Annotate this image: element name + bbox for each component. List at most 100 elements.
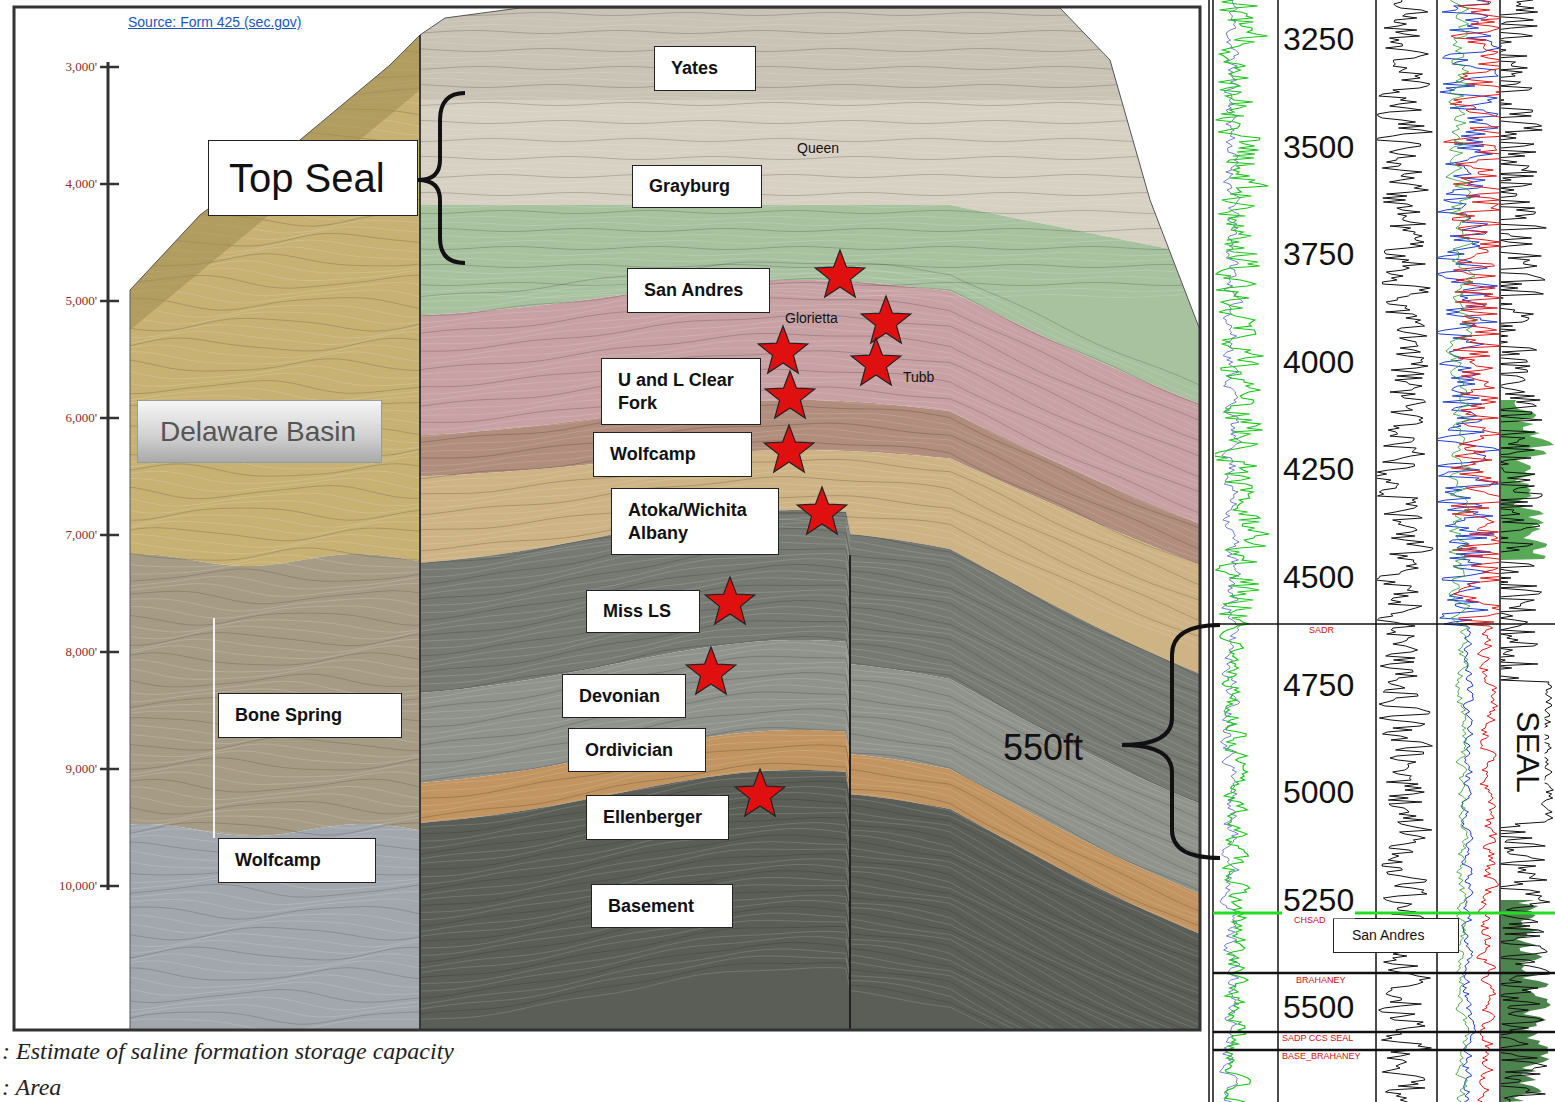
bedding-line (414, 423, 1206, 551)
bedding-line (126, 884, 422, 897)
bedding-line (126, 583, 422, 596)
bedding-line (126, 660, 422, 672)
uplift-block (414, 0, 1206, 1102)
bedding-line (126, 801, 422, 814)
bedding-line (126, 626, 422, 639)
depth-label: 7,000' (65, 528, 97, 542)
log-marker: BASE_BRAHANEY (1281, 1052, 1362, 1062)
log-curve (1215, 0, 1269, 1102)
bedding-line (126, 521, 422, 534)
bedding-line (414, 927, 1206, 1094)
bedding-line (126, 528, 422, 541)
bedding-line (414, 920, 1206, 1086)
formation-name: Delaware Basin (160, 414, 356, 449)
bedding-line (414, 477, 1206, 603)
bedding-line (414, 175, 1206, 178)
bedding-line (126, 493, 422, 506)
depth-label: 4,000' (65, 177, 97, 191)
bedding-line (414, 885, 1206, 1051)
bedding-line (414, 31, 1206, 34)
bedding-line (414, 448, 1206, 574)
bedding-line (414, 304, 1206, 431)
log-marker: SADR (1308, 626, 1335, 636)
bedding-line (414, 259, 1206, 262)
bedding-line (126, 464, 422, 476)
bedding-line (414, 43, 1206, 46)
bedding-line (414, 901, 1206, 1069)
target-star (686, 647, 735, 694)
bedding-line (126, 786, 422, 799)
bedding-line (126, 606, 422, 618)
bedding-line (414, 262, 1206, 388)
bedding-line (414, 181, 1206, 184)
formation-label: Tubb (903, 370, 934, 385)
bedding-line (126, 899, 422, 912)
bedding-line (126, 765, 422, 777)
panel-border (14, 7, 1200, 1030)
rock-layer (126, 0, 422, 566)
log-depth: 3750 (1282, 238, 1355, 273)
bedding-line (126, 598, 422, 611)
bedding-line (126, 779, 422, 792)
bedding-line (126, 914, 422, 926)
axis-tick (100, 534, 119, 537)
log-depth: 4750 (1282, 668, 1355, 703)
bedding-line (414, 115, 1206, 118)
bedding-line (126, 298, 422, 311)
bedding-line (414, 229, 1206, 232)
axis-tick (100, 183, 119, 186)
target-star (861, 296, 910, 343)
bedding-line (126, 233, 422, 246)
bedding-line (126, 37, 422, 50)
bedding-line (414, 97, 1206, 100)
bedding-line (414, 309, 1206, 437)
depth-axis (107, 62, 110, 890)
formation-box: Atoka/Wichita Albany (611, 488, 779, 555)
bedding-line (414, 949, 1206, 1102)
log-depth: 4250 (1282, 453, 1355, 488)
bedding-line (126, 352, 422, 364)
bedding-line (414, 829, 1206, 996)
formation-box: Miss LS (586, 590, 700, 633)
formation-name: Yates (671, 57, 718, 80)
target-star (765, 371, 814, 418)
bedding-line (126, 305, 422, 317)
axis-tick (100, 651, 119, 654)
bedding-line (414, 79, 1206, 82)
formation-name: Basement (608, 895, 694, 918)
bedding-line (414, 601, 1206, 769)
bedding-line (414, 787, 1206, 955)
bedding-line (414, 169, 1206, 172)
bedding-line (414, 295, 1206, 298)
depth-label: 6,000' (65, 411, 97, 425)
formation-box: Grayburg (632, 165, 762, 208)
bedding-line (126, 591, 422, 604)
formation-name: Top Seal (229, 153, 385, 203)
rock-layer (126, 824, 422, 1030)
block-outline (420, 8, 1200, 1030)
bedding-line (126, 892, 422, 905)
bedding-line (126, 486, 422, 499)
bedding-line (126, 366, 422, 379)
bedding-line (414, 193, 1206, 196)
bedding-line (126, 794, 422, 807)
bedding-line (414, 369, 1206, 495)
bedding-line (126, 30, 422, 43)
log-marker: CHSAD (1293, 916, 1327, 926)
bedding-line (126, 1012, 422, 1024)
bedding-line (126, 44, 422, 56)
bedding-line (126, 772, 422, 785)
bedding-line (414, 109, 1206, 112)
formation-box: Ellenberger (586, 795, 729, 840)
bedding-line (414, 418, 1206, 545)
bedding-line (126, 738, 422, 751)
bedding-line (126, 927, 422, 940)
bedding-line (414, 25, 1206, 28)
bedding-line (414, 73, 1206, 76)
formation-name: Ordivician (585, 739, 673, 762)
bedding-line (126, 312, 422, 324)
bedding-line (126, 562, 422, 574)
log-depth: 5250 (1282, 883, 1355, 918)
log-marker: SADP CCS SEAL (1281, 1034, 1354, 1044)
depth-label: 5,000' (65, 294, 97, 308)
